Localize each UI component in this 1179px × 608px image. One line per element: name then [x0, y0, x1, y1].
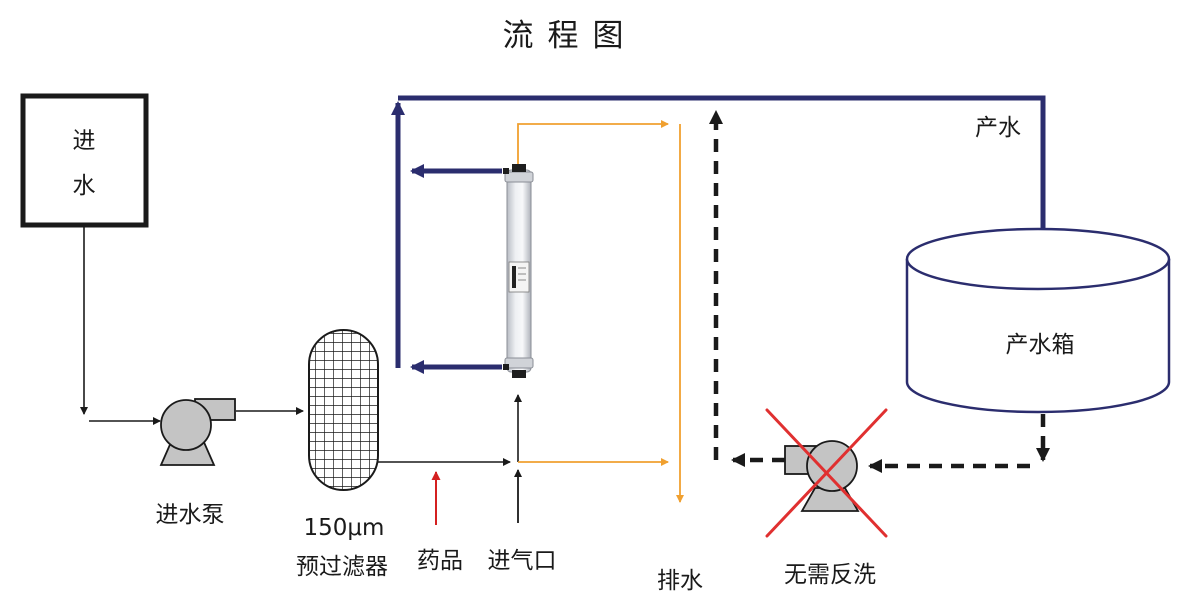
feed-line [80, 225, 161, 425]
product-water-label: 产水 [975, 115, 1021, 141]
membrane-module-icon [503, 164, 534, 378]
prefilter-label-line2: 预过滤器 [296, 554, 388, 580]
diagram-title: 流程图 [503, 18, 638, 54]
cross-mark-icon [765, 408, 888, 538]
feed-water-label-line1: 进 [73, 128, 96, 154]
feed-water-box: 进 水 [20, 93, 149, 228]
chemical-label: 药品 [417, 548, 463, 574]
product-tank-icon [905, 227, 1171, 414]
backwash-line [709, 110, 1050, 473]
product-tank-label: 产水箱 [1006, 332, 1075, 358]
prefilter-icon [308, 329, 379, 491]
feed-pump-icon [159, 398, 236, 466]
feed-pump-label: 进水泵 [156, 502, 225, 528]
feed-water-label-line2: 水 [73, 173, 96, 199]
air-inlet-label: 进气口 [488, 548, 557, 574]
filter-outlet-line [378, 394, 522, 466]
no-backwash-label: 无需反洗 [784, 562, 876, 588]
drain-label: 排水 [657, 568, 703, 594]
drain-line [517, 120, 684, 503]
prefilter-label-line1: 150μm [304, 515, 385, 541]
product-water-line [391, 95, 1050, 374]
